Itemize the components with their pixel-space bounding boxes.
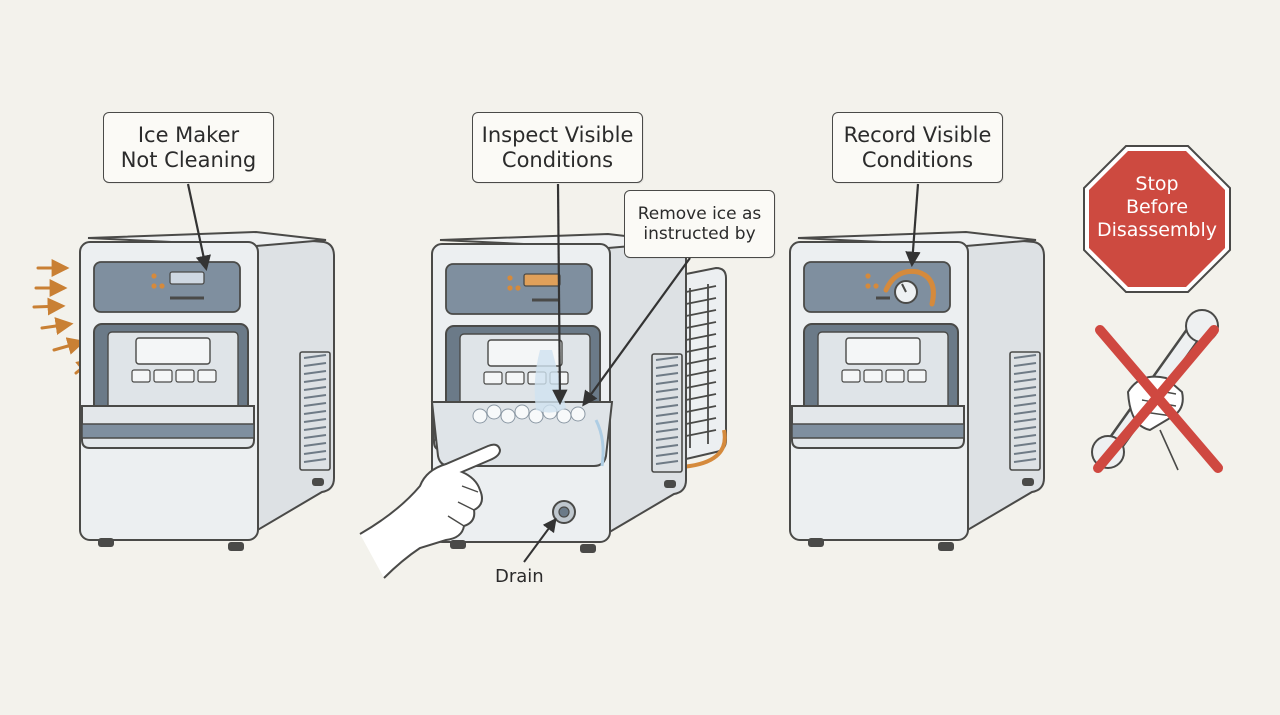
- step3-label-box: Record Visible Conditions: [832, 112, 1003, 183]
- step2-label-line2: Conditions: [501, 147, 614, 172]
- step2-note-line2: instructed by: [643, 224, 756, 244]
- step3-pointer: [905, 183, 921, 268]
- stop-sign-line2: Before: [1125, 195, 1189, 218]
- step3-label-line1: Record Visible: [843, 122, 992, 147]
- step2-note-pointer: [582, 257, 691, 407]
- drain-label: Drain: [495, 566, 544, 587]
- stop-sign-line3: Disassembly: [1096, 218, 1218, 241]
- drain-icon: [552, 500, 576, 524]
- step1-label-line1: Ice Maker: [137, 122, 240, 147]
- dial-icon: [883, 268, 936, 307]
- stop-sign-icon: [1083, 145, 1231, 293]
- no-tools-icon: [1091, 309, 1223, 473]
- step2-note-line1: Remove ice as: [637, 203, 762, 224]
- ice-maker-icon: [79, 231, 335, 552]
- stop-sign-text: Stop Before Disassembly: [1084, 173, 1230, 241]
- pointing-hand-icon: [359, 443, 502, 579]
- ice-maker-icon: [789, 231, 1045, 552]
- step1-label-line2: Not Cleaning: [120, 147, 257, 172]
- step2-label-line1: Inspect Visible: [481, 122, 634, 147]
- step2-note-box: Remove ice as instructed by: [624, 190, 775, 258]
- drain-pointer: [523, 517, 557, 563]
- step1-label-box: Ice Maker Not Cleaning: [103, 112, 274, 183]
- step2-label-box: Inspect Visible Conditions: [472, 112, 643, 183]
- step2-pointer: [552, 183, 568, 406]
- stop-sign-line1: Stop: [1135, 173, 1179, 195]
- step3-label-line2: Conditions: [861, 147, 974, 172]
- step1-pointer: [186, 183, 211, 272]
